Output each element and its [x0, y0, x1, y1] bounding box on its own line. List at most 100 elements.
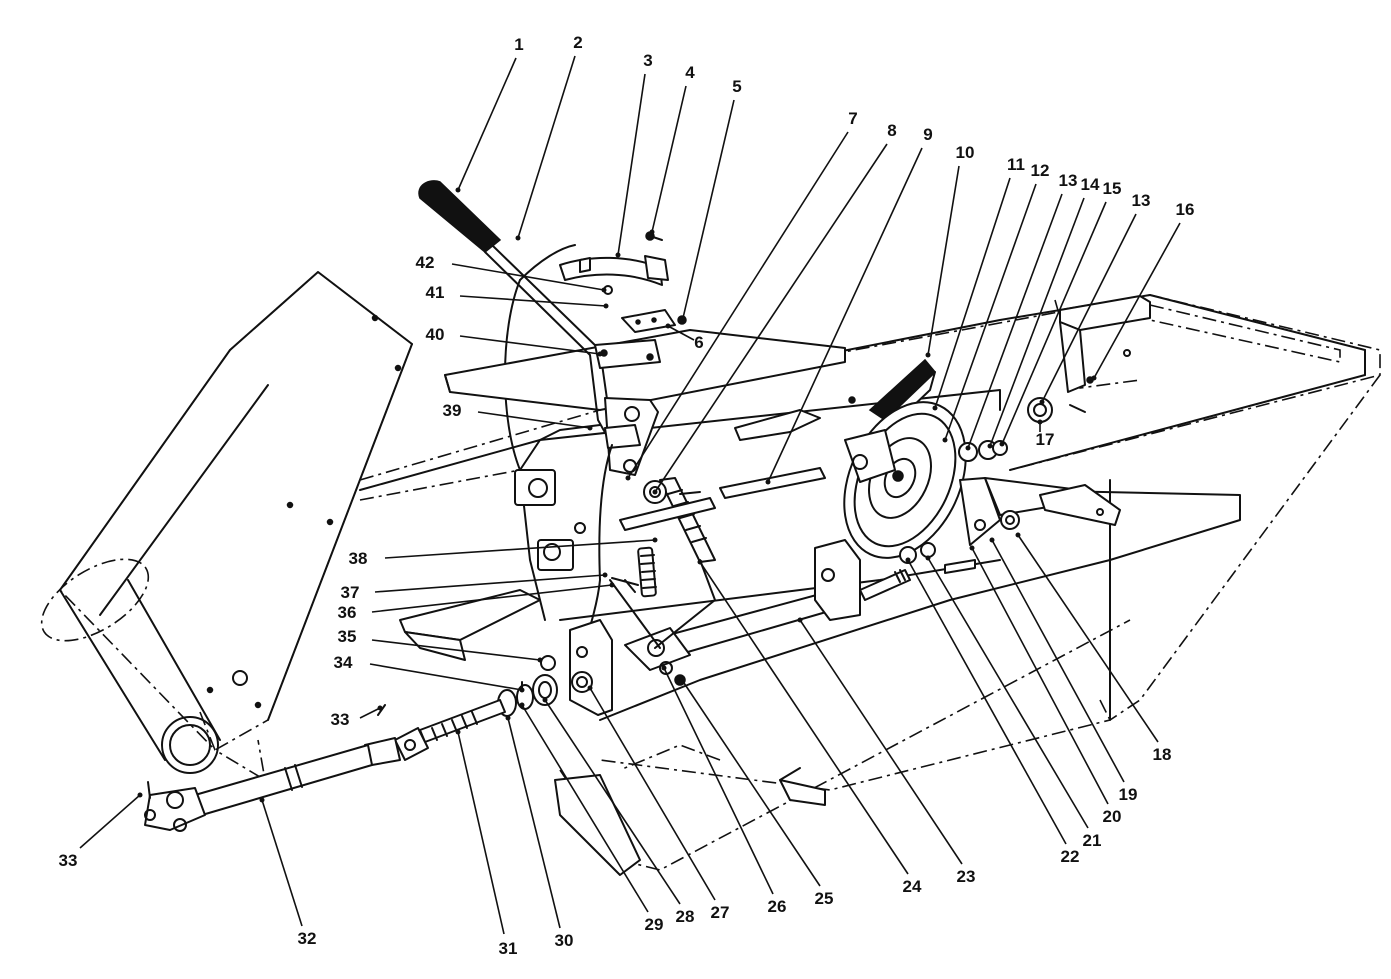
leader-dot-13	[965, 445, 971, 451]
leader-line-24	[699, 561, 909, 875]
callout-11: 11	[1007, 155, 1025, 174]
leader-dot-15	[999, 441, 1005, 447]
leader-line-12	[944, 183, 1037, 441]
leader-line-41	[459, 295, 607, 307]
leader-lines	[79, 55, 1181, 935]
pulley-assembly	[843, 358, 1121, 574]
leader-dot-28	[542, 697, 548, 703]
callout-13: 13	[1059, 171, 1078, 190]
callout-7: 7	[848, 109, 857, 128]
leader-dot-29	[519, 702, 525, 708]
callout-35: 35	[338, 627, 357, 646]
leader-dot-1	[455, 187, 461, 193]
leader-dot-42	[601, 287, 607, 293]
leader-dot-30	[505, 715, 511, 721]
leader-dot-36	[609, 582, 615, 588]
callout-33: 33	[331, 710, 350, 729]
step-plates	[399, 329, 846, 661]
leader-dot-35	[537, 657, 543, 663]
callout-41: 41	[426, 283, 445, 302]
callout-10: 10	[956, 143, 975, 162]
leader-dot-8	[652, 489, 658, 495]
callout-1: 1	[514, 35, 523, 54]
leader-dot-17	[1037, 419, 1043, 425]
callout-42: 42	[416, 253, 435, 272]
callout-3: 3	[643, 51, 652, 70]
leader-line-26	[663, 667, 774, 895]
callout-30: 30	[555, 931, 574, 950]
callout-2: 2	[573, 33, 582, 52]
leader-line-23	[799, 619, 963, 865]
leader-dot-38	[652, 537, 658, 543]
leader-dot-40	[597, 351, 603, 357]
leader-dot-33	[137, 792, 143, 798]
leader-dot-9	[765, 479, 771, 485]
leader-dot-5	[680, 315, 686, 321]
drive-shaft-assembly	[144, 619, 613, 832]
leader-dot-6	[665, 323, 671, 329]
leader-dot-3	[615, 252, 621, 258]
leader-dot-2	[515, 235, 521, 241]
callout-9: 9	[923, 125, 932, 144]
leader-dot-18	[1015, 532, 1021, 538]
leader-line-2	[517, 55, 576, 239]
callout-22: 22	[1061, 847, 1080, 866]
leader-line-42	[451, 263, 605, 291]
leader-dot-10	[925, 352, 931, 358]
leader-line-27	[589, 687, 716, 901]
leader-line-3	[617, 73, 646, 256]
leader-dot-34	[519, 687, 525, 693]
callout-19: 19	[1119, 785, 1138, 804]
leader-line-36	[371, 584, 613, 613]
leader-dot-22	[905, 557, 911, 563]
leader-dot-39	[587, 425, 593, 431]
leader-line-21	[927, 557, 1089, 829]
leader-line-28	[544, 699, 681, 905]
callout-28: 28	[676, 907, 695, 926]
leader-dot-16	[1091, 375, 1097, 381]
callout-4: 4	[685, 63, 695, 82]
leader-line-40	[459, 335, 601, 355]
leader-dot-11	[932, 405, 938, 411]
lever-assembly	[418, 180, 687, 641]
callout-5: 5	[732, 77, 741, 96]
callout-39: 39	[443, 401, 462, 420]
leader-line-31	[457, 731, 505, 935]
leader-dot-37	[602, 572, 608, 578]
leader-line-5	[682, 99, 735, 319]
leader-line-34	[369, 663, 523, 691]
leader-line-8	[654, 143, 888, 493]
callout-34: 34	[334, 653, 353, 672]
leader-line-25	[681, 679, 821, 887]
callout-33: 33	[59, 851, 78, 870]
callout-27: 27	[711, 903, 730, 922]
leader-line-16	[1093, 222, 1181, 379]
callout-13: 13	[1132, 191, 1151, 210]
leader-line-33	[79, 794, 141, 849]
leader-line-20	[971, 547, 1109, 805]
leader-line-14	[989, 197, 1085, 447]
callout-15: 15	[1103, 179, 1122, 198]
callout-36: 36	[338, 603, 357, 622]
leader-dot-27	[587, 685, 593, 691]
leader-line-37	[374, 574, 606, 593]
callout-8: 8	[887, 121, 896, 140]
leader-line-38	[384, 539, 656, 559]
callout-16: 16	[1176, 200, 1195, 219]
leader-dot-4	[649, 229, 655, 235]
callout-29: 29	[645, 915, 664, 934]
leader-line-15	[1001, 201, 1107, 445]
callout-31: 31	[499, 939, 518, 958]
leader-line-4	[651, 85, 687, 233]
leader-dot-12	[942, 437, 948, 443]
leader-line-33	[359, 707, 381, 719]
leader-dot-25	[679, 677, 685, 683]
callout-37: 37	[341, 583, 360, 602]
leader-line-11	[934, 177, 1011, 409]
callout-6: 6	[694, 333, 703, 352]
callout-25: 25	[815, 889, 834, 908]
leader-dot-24	[697, 559, 703, 565]
leader-line-35	[371, 639, 541, 661]
